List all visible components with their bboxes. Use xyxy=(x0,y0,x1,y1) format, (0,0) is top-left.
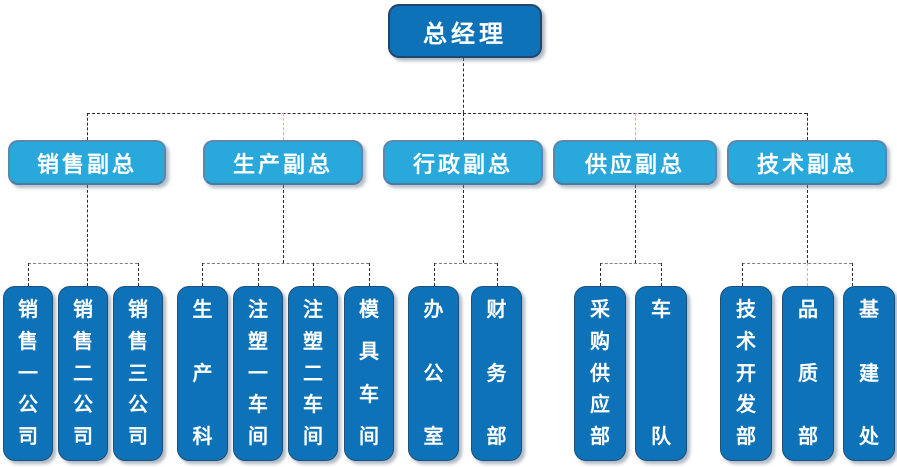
vp-admin-label: 行政副总 xyxy=(412,151,513,177)
sales-company-3-label: 销售三公司 xyxy=(128,299,148,448)
connector-drop-vp-admin xyxy=(463,113,464,140)
connector-vp-supply-stem xyxy=(635,185,636,263)
connector-production-bus xyxy=(202,263,369,264)
connector-drop-vp-sales xyxy=(87,113,88,140)
org-node-mold-workshop: 模具车间 xyxy=(344,286,394,461)
quality-dept-label: 品质部 xyxy=(798,299,818,448)
connector-drop-production-1 xyxy=(202,263,203,286)
org-node-injection-workshop-2: 注塑二车间 xyxy=(288,286,338,461)
vp-supply-label: 供应副总 xyxy=(584,151,685,177)
connector-supply-bus xyxy=(600,263,661,264)
office-label: 办公室 xyxy=(423,299,444,448)
connector-drop-supply-2 xyxy=(661,263,662,286)
sales-company-1-label: 销售一公司 xyxy=(18,299,38,448)
org-node-vp-supply: 供应副总 xyxy=(553,140,717,185)
injection-workshop-2-label: 注塑二车间 xyxy=(303,299,323,448)
connector-vp-sales-stem xyxy=(87,185,88,286)
connector-technology-bus xyxy=(742,263,852,264)
org-node-vp-technology: 技术副总 xyxy=(727,140,887,185)
org-node-purchasing-supply-dept: 采购供应部 xyxy=(574,286,626,461)
connector-drop-vp-supply xyxy=(635,113,636,140)
connector-drop-admin-1 xyxy=(434,263,435,286)
connector-drop-supply-1 xyxy=(600,263,601,286)
org-node-injection-workshop-1: 注塑一车间 xyxy=(233,286,283,461)
tech-development-dept-label: 技术开发部 xyxy=(736,299,756,448)
connector-vp-production-stem xyxy=(283,185,284,263)
connector-level1-bus xyxy=(87,113,807,114)
connector-vp-admin-stem xyxy=(463,185,464,263)
org-node-tech-development-dept: 技术开发部 xyxy=(720,286,772,461)
org-node-vp-sales: 销售副总 xyxy=(8,140,166,185)
connector-drop-technology-1 xyxy=(742,263,743,286)
connector-admin-bus xyxy=(434,263,497,264)
production-section-label: 生产科 xyxy=(192,299,213,448)
org-node-sales-company-1: 销售一公司 xyxy=(3,286,53,461)
connector-drop-sales-1 xyxy=(28,263,29,286)
org-node-sales-company-2: 销售二公司 xyxy=(58,286,108,461)
org-node-office: 办公室 xyxy=(408,286,459,461)
connector-drop-vp-technology xyxy=(807,113,808,140)
finance-dept-label: 财务部 xyxy=(486,299,507,448)
org-node-finance-dept: 财务部 xyxy=(471,286,522,461)
general-manager-label: 总经理 xyxy=(423,20,507,48)
connector-drop-production-3 xyxy=(313,263,314,286)
connector-root-drop xyxy=(463,58,464,113)
infrastructure-office-label: 基建处 xyxy=(859,299,879,448)
connector-drop-technology-2 xyxy=(807,263,808,286)
org-node-vehicle-team: 车队 xyxy=(635,286,687,461)
vp-production-label: 生产副总 xyxy=(232,151,333,177)
connector-drop-production-4 xyxy=(369,263,370,286)
org-node-production-section: 生产科 xyxy=(177,286,228,461)
org-node-sales-company-3: 销售三公司 xyxy=(113,286,163,461)
connector-drop-admin-2 xyxy=(497,263,498,286)
sales-company-2-label: 销售二公司 xyxy=(73,299,93,448)
connector-drop-technology-3 xyxy=(852,263,853,286)
org-node-general-manager: 总经理 xyxy=(388,4,542,58)
mold-workshop-label: 模具车间 xyxy=(359,299,379,448)
connector-drop-sales-3 xyxy=(138,263,139,286)
connector-drop-production-2 xyxy=(258,263,259,286)
vehicle-team-label: 车队 xyxy=(651,299,671,448)
vp-sales-label: 销售副总 xyxy=(36,151,137,177)
org-node-vp-admin: 行政副总 xyxy=(383,140,543,185)
connector-sales-bus xyxy=(28,263,138,264)
org-node-infrastructure-office: 基建处 xyxy=(843,286,895,461)
org-node-vp-production: 生产副总 xyxy=(203,140,363,185)
vp-technology-label: 技术副总 xyxy=(756,151,857,177)
org-node-quality-dept: 品质部 xyxy=(782,286,834,461)
purchasing-supply-dept-label: 采购供应部 xyxy=(590,299,610,448)
connector-vp-technology-stem xyxy=(807,185,808,263)
connector-drop-vp-production xyxy=(283,113,284,140)
injection-workshop-1-label: 注塑一车间 xyxy=(248,299,268,448)
